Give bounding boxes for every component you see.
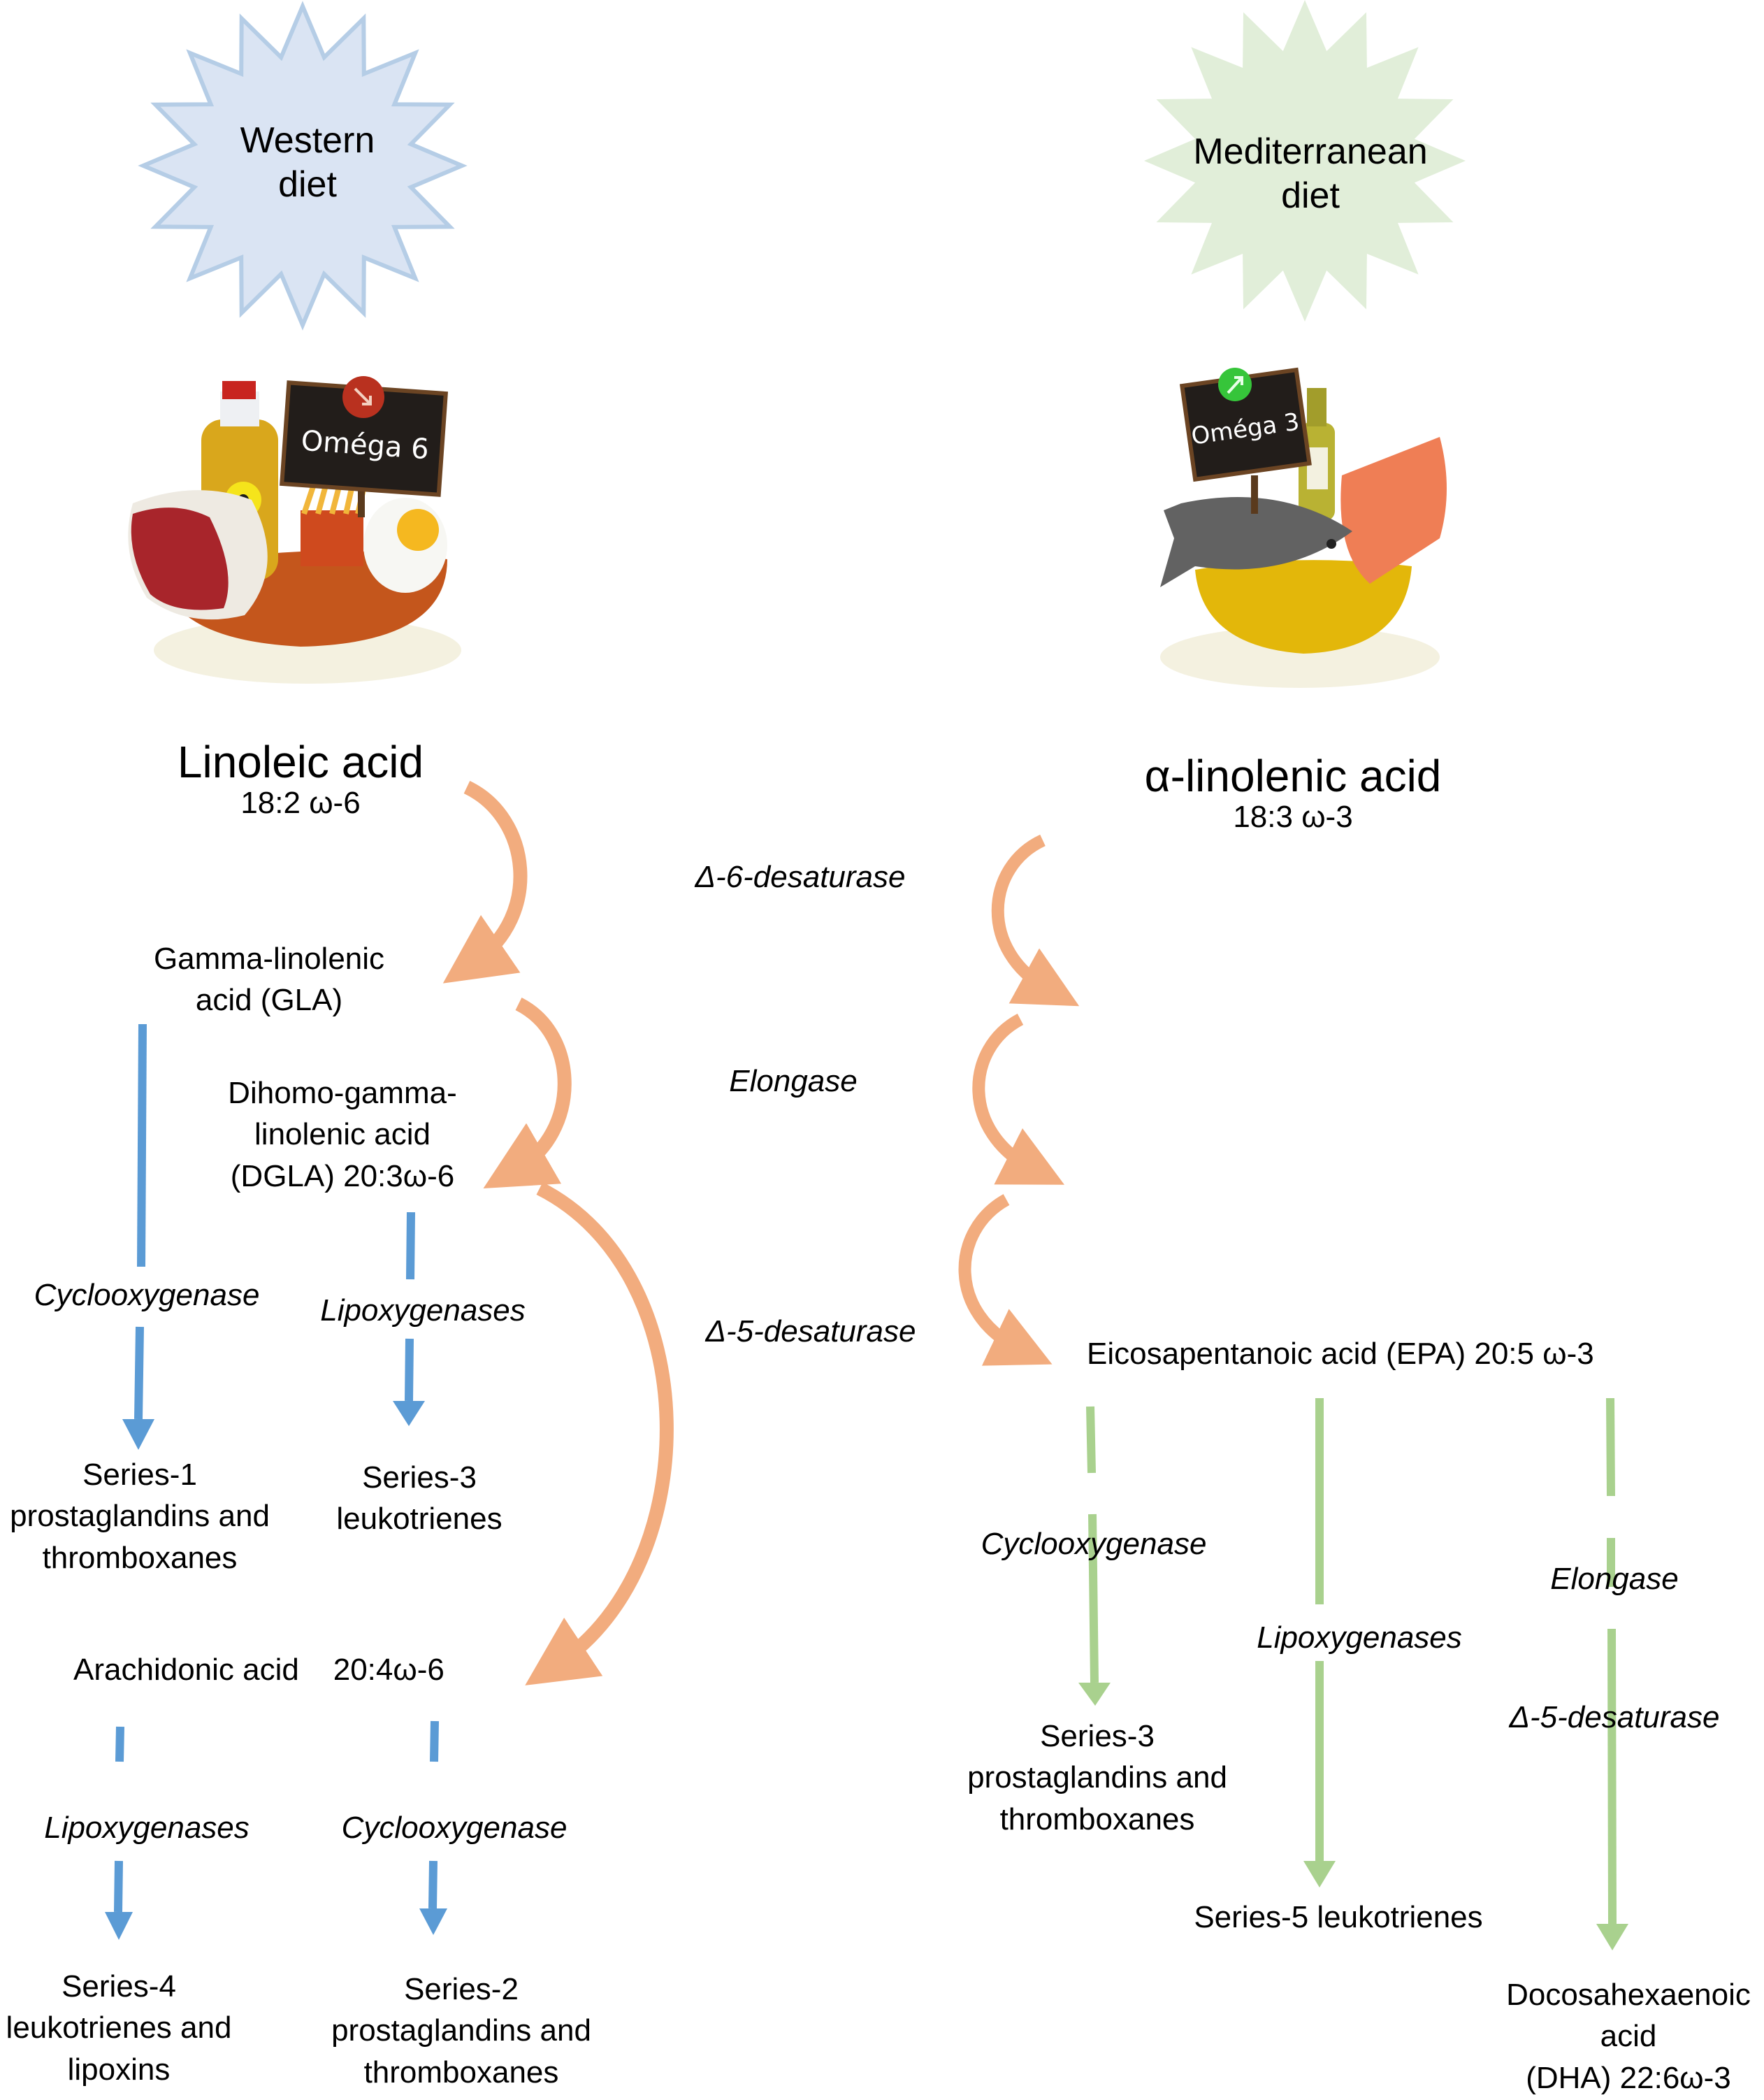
fish-icon: [1160, 497, 1352, 587]
western-diet-starburst: [138, 1, 468, 331]
orange-arrow-ala-step1: [991, 834, 1080, 1007]
blue-arrowhead: [393, 1401, 425, 1426]
blue-arrowhead: [105, 1912, 133, 1940]
arachidonic-acid-label: Arachidonic acid 20:4ω-6: [73, 1653, 444, 1687]
green-arrowhead: [1303, 1861, 1336, 1887]
enzyme-cyclooxygenase-gla: Cyclooxygenase: [34, 1278, 260, 1312]
epa-label: Eicosapentanoic acid (EPA) 20:5 ω-3: [1087, 1337, 1594, 1371]
blue-line-aa-to-cox: [430, 1720, 439, 1762]
omega6-chalkboard-sign: Oméga 6: [280, 376, 449, 517]
enzyme-delta5-desaturase: Δ-5-desaturase: [705, 1314, 916, 1349]
green-line-epa-to-cox: [1086, 1406, 1096, 1474]
omega3-chalkboard-sign: Oméga 3: [1179, 367, 1312, 514]
series2-product: Series-2 prostaglandins and thromboxanes: [331, 1972, 591, 2090]
blue-line-gla-to-cox: [137, 1023, 147, 1267]
mediterranean-diet-starburst: [1144, 0, 1466, 322]
linoleic-acid-label: Linoleic acid 18:2 ω-6: [177, 737, 424, 821]
green-arrow-cox-to-series3: [1088, 1513, 1099, 1683]
series3-leukotrienes-product: Series-3 leukotrienes: [336, 1460, 503, 1537]
fries-icon: [301, 474, 366, 566]
dha-product: Docosahexaenoic acid (DHA) 22:6ω-3: [1506, 1978, 1751, 2095]
enzyme-elongase: Elongase: [729, 1064, 858, 1098]
western-diet-title: Western diet: [240, 120, 375, 206]
green-arrowhead: [1596, 1924, 1628, 1950]
orange-arrow-d5-step-to-epa: [958, 1194, 1053, 1366]
orange-arrow-elongase-step: [972, 1014, 1064, 1185]
orange-arrow-gla-to-dgla: [483, 998, 572, 1189]
gla-label: Gamma-linolenic acid (GLA): [153, 942, 385, 1018]
green-arrowhead: [1078, 1683, 1111, 1706]
bowl-icon: [1195, 560, 1412, 654]
orange-arrow-dgla-to-arachidonic: [525, 1182, 674, 1685]
enzyme-delta6-desaturase: Δ-6-desaturase: [695, 860, 906, 894]
mediterranean-diet-title: Mediterranean diet: [1193, 131, 1428, 217]
blue-arrow-cox-to-series1: [134, 1326, 144, 1420]
enzyme-cyclooxygenase-epa: Cyclooxygenase: [981, 1527, 1207, 1561]
blue-line-dgla-to-lox: [406, 1211, 415, 1280]
series4-product: Series-4 leukotrienes and lipoxins: [6, 1969, 232, 2087]
blue-arrow-lox-to-series4: [114, 1860, 123, 1913]
meat-icon: [128, 490, 268, 620]
mediterranean-food-illustration: Oméga 3: [1160, 367, 1447, 688]
series5-leukotrienes-product: Series-5 leukotrienes: [1194, 1900, 1483, 1934]
fried-egg-icon: [363, 498, 447, 593]
blue-arrowhead: [419, 1908, 447, 1935]
blue-arrow-lox-to-series3: [405, 1338, 414, 1402]
enzyme-delta5-desaturase-epa: Δ-5-desaturase: [1509, 1700, 1720, 1734]
series3-prostaglandins-product: Series-3 prostaglandins and thromboxanes: [967, 1719, 1227, 1836]
enzyme-lipoxygenases-aa: Lipoxygenases: [44, 1811, 250, 1845]
enzyme-lipoxygenases-dgla: Lipoxygenases: [320, 1293, 526, 1328]
alpha-linolenic-acid-label: α-linolenic acid 18:3 ω-3: [1144, 751, 1442, 835]
salmon-fillet-icon: [1340, 437, 1447, 584]
green-line-epa-to-elongase: [1606, 1397, 1615, 1497]
series1-product: Series-1 prostaglandins and thromboxanes: [10, 1458, 270, 1575]
western-food-illustration: Oméga 6: [128, 376, 461, 684]
orange-arrow-linoleic-to-gla: [442, 780, 528, 984]
dgla-label: Dihomo-gamma- linolenic acid (DGLA) 20:3…: [228, 1076, 457, 1193]
blue-arrowhead: [122, 1419, 154, 1450]
enzyme-lipoxygenases-epa: Lipoxygenases: [1257, 1620, 1462, 1655]
enzyme-cyclooxygenase-aa: Cyclooxygenase: [341, 1811, 567, 1845]
enzyme-elongase-epa: Elongase: [1550, 1562, 1679, 1596]
